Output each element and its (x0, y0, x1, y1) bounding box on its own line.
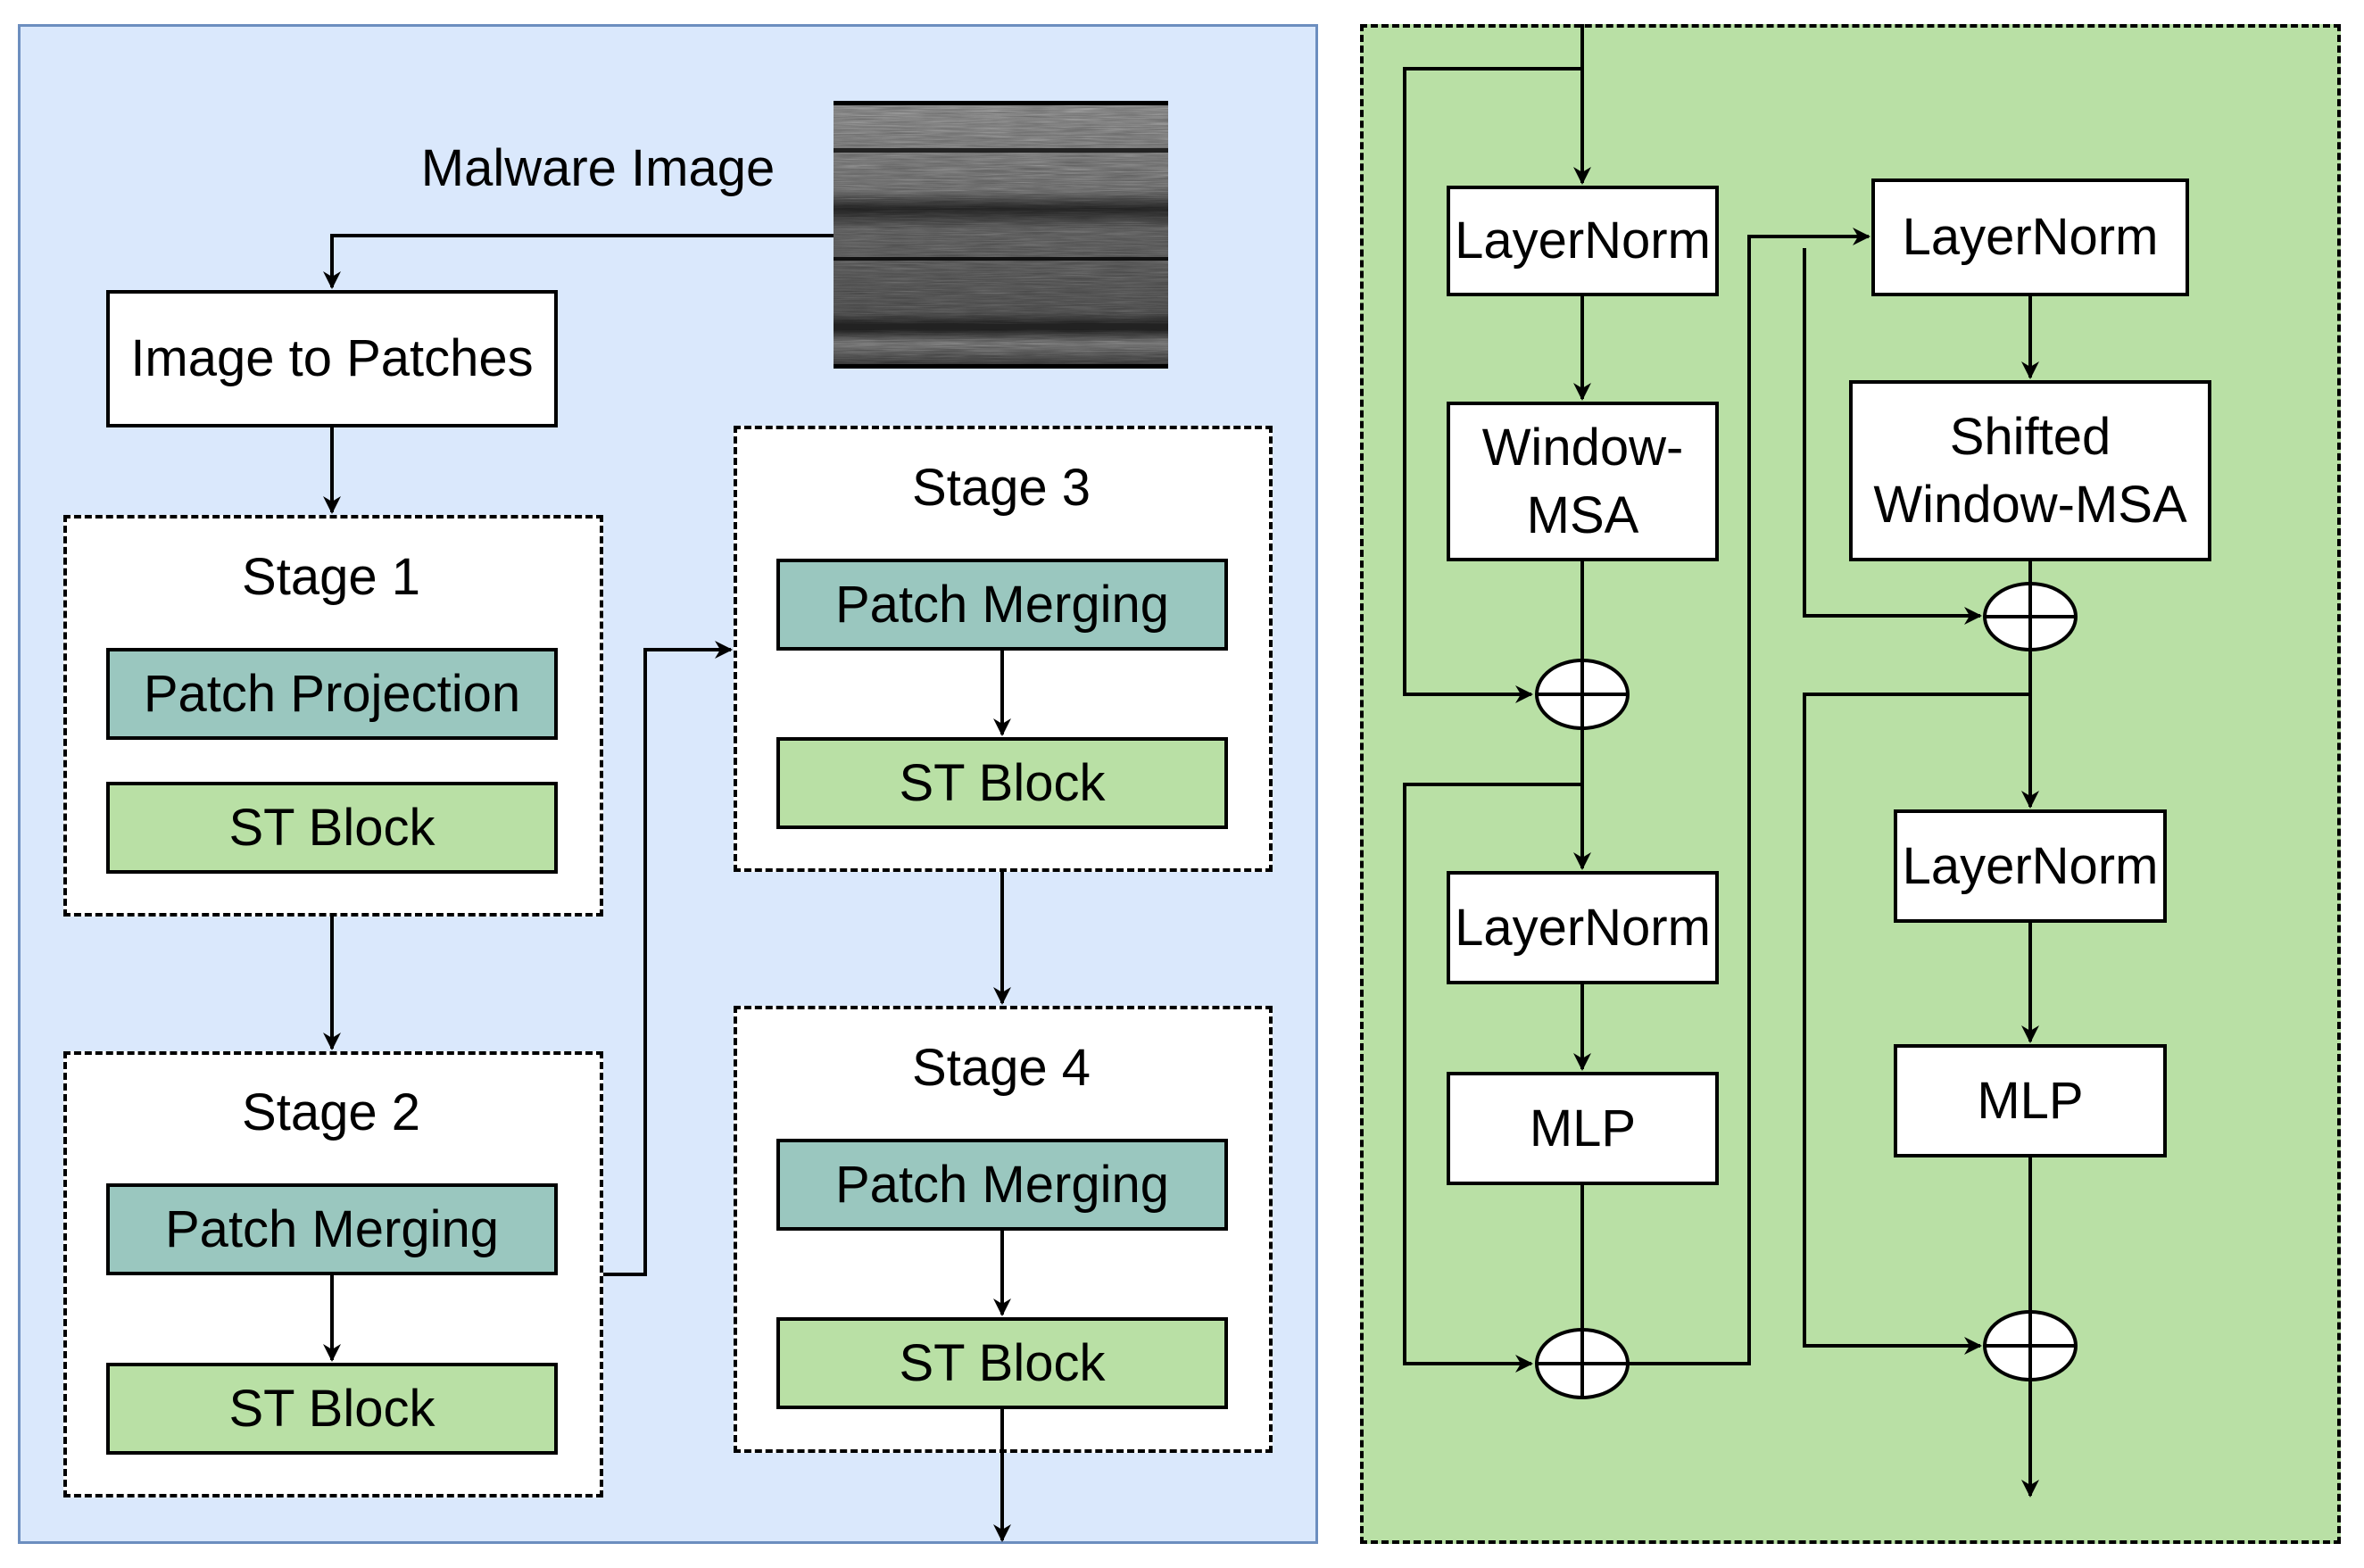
stage-2-to-stage-3-arrow (603, 641, 733, 1276)
stage-3-st-block-box: ST Block (776, 737, 1228, 829)
block-2-mlp-box: MLP (1894, 1044, 2167, 1157)
block-2-layernorm-1-box: LayerNorm (1871, 178, 2189, 296)
image-to-patches-arrow (323, 234, 834, 289)
malware-image (834, 101, 1168, 369)
stage-4-st-block-box: ST Block (776, 1317, 1228, 1409)
image-to-patches-box: Image to Patches (106, 290, 558, 427)
block-1-skip-2 (1403, 783, 1582, 1373)
stage-4-patch-merging-box: Patch Merging (776, 1139, 1228, 1231)
block-1-layernorm-1-box: LayerNorm (1447, 186, 1719, 296)
patch-projection-box: Patch Projection (106, 648, 558, 740)
stage-1-st-block-box: ST Block (106, 782, 558, 874)
circle-plus-icon (1983, 582, 2078, 651)
block-1-mlp-box: MLP (1447, 1072, 1719, 1185)
block-1-layernorm-2-box: LayerNorm (1447, 871, 1719, 984)
block-1-skip-1 (1403, 67, 1582, 703)
stage-2-title: Stage 2 (242, 1083, 420, 1141)
circle-plus-icon (1535, 659, 1630, 730)
stage-2-st-block-box: ST Block (106, 1363, 558, 1455)
stage-3-patch-merging-box: Patch Merging (776, 559, 1228, 651)
circle-plus-icon (1983, 1310, 2078, 1381)
circle-plus-icon (1535, 1328, 1630, 1399)
stage-1-title: Stage 1 (242, 548, 420, 606)
block-2-skip-1 (1803, 248, 1982, 625)
block-1-to-block-2-arrow (1628, 228, 1870, 1365)
stage-3-title: Stage 3 (912, 459, 1091, 517)
stage-2-patch-merging-box: Patch Merging (106, 1183, 558, 1275)
window-msa-box: Window- MSA (1447, 402, 1719, 561)
stage-4-title: Stage 4 (912, 1039, 1091, 1097)
block-2-skip-2 (1803, 693, 2030, 1355)
block-2-layernorm-2-box: LayerNorm (1894, 809, 2167, 923)
shifted-window-msa-box: Shifted Window-MSA (1849, 380, 2211, 561)
malware-image-label: Malware Image (420, 139, 776, 197)
